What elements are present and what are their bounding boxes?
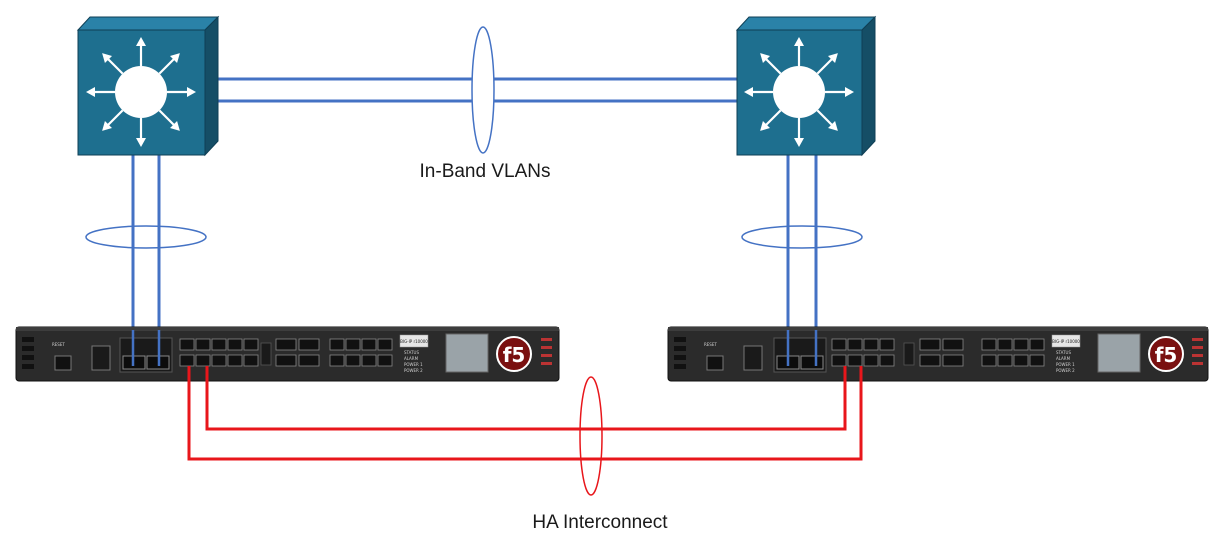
status-line: POWER 2 [1056, 368, 1075, 373]
status-line: STATUS [1056, 350, 1071, 355]
inband-lag-ellipse [471, 26, 495, 154]
model-badge: BIG-IP r10000 [1052, 339, 1080, 344]
mgmt-port [706, 355, 724, 371]
left-switch-icon [76, 15, 220, 157]
f5-logo-icon [1148, 336, 1184, 372]
sfp-port-group [179, 338, 259, 367]
f5-logo-text: f5 [1155, 343, 1178, 367]
ha-interconnect-links [187, 366, 863, 461]
right-uplink-lag-ellipse [741, 225, 863, 249]
right-bigip-device: RESET BIG-IP r10000 STATUS ALARM POWER 1… [667, 326, 1209, 382]
left-uplink-lag-ellipse [85, 225, 207, 249]
status-line: ALARM [404, 356, 419, 361]
ha-interconnect-label: HA Interconnect [532, 512, 668, 533]
status-line: POWER 1 [404, 362, 423, 367]
console-port [91, 345, 111, 371]
sfp-port-group [919, 338, 1045, 367]
reset-text: RESET [52, 342, 65, 347]
status-line: POWER 2 [404, 368, 423, 373]
status-line: ALARM [1056, 356, 1071, 361]
right-switch-icon [735, 15, 877, 157]
inband-vlans-label: In-Band VLANs [420, 161, 551, 182]
right-vents [1192, 338, 1203, 365]
reset-text: RESET [704, 342, 717, 347]
lcd-screen [445, 333, 489, 373]
left-bigip-device: RESET BIG-IP r10000 STATUS ALARM POWER 1… [15, 326, 560, 382]
status-line: STATUS [404, 350, 419, 355]
ha-lag-ellipse [579, 376, 603, 496]
f5-logo-icon [496, 336, 532, 372]
f5-logo-text: f5 [503, 343, 526, 367]
status-line: POWER 1 [1056, 362, 1075, 367]
sfp-port-group [831, 338, 895, 367]
sfp-port-group [275, 338, 393, 367]
console-port [743, 345, 763, 371]
mgmt-port [54, 355, 72, 371]
right-vents [541, 338, 552, 365]
model-badge: BIG-IP r10000 [400, 339, 428, 344]
lcd-screen [1097, 333, 1141, 373]
